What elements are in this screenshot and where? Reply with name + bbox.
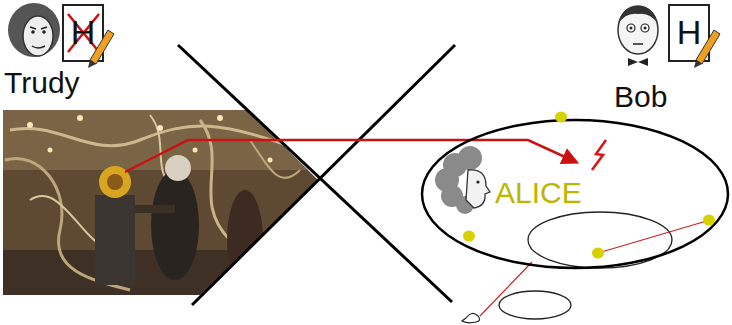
illustration-part bbox=[458, 146, 482, 170]
cross-line bbox=[192, 45, 455, 305]
illustration-part bbox=[628, 58, 648, 66]
illustration-part bbox=[463, 231, 475, 242]
illustration-part bbox=[8, 3, 60, 57]
illustration-part bbox=[23, 16, 53, 56]
node-title: ALICE bbox=[495, 176, 582, 209]
illustration-part bbox=[476, 180, 479, 183]
attack-arrow bbox=[125, 140, 576, 172]
paper-letter: H bbox=[71, 14, 96, 51]
illustration-part bbox=[151, 170, 199, 280]
illustration-part bbox=[10, 126, 300, 150]
illustration-part bbox=[268, 158, 273, 163]
red-link bbox=[480, 262, 532, 316]
red-link bbox=[598, 220, 710, 253]
illustration-part bbox=[48, 148, 53, 153]
paper-note: H bbox=[668, 4, 710, 62]
snail-symbol bbox=[462, 313, 480, 322]
illustration-part bbox=[644, 27, 647, 30]
illustration-part bbox=[633, 43, 643, 45]
illustration-part bbox=[3, 110, 323, 300]
illustration-part bbox=[165, 155, 191, 181]
orbit-ellipse: ALICE bbox=[420, 118, 730, 270]
person-name: Bob bbox=[614, 80, 667, 113]
illustration-part bbox=[466, 170, 490, 208]
illustration-part bbox=[217, 115, 223, 121]
illustration-part bbox=[703, 215, 715, 226]
illustration-part bbox=[32, 46, 45, 48]
illustration-part bbox=[157, 125, 163, 131]
illustration-part bbox=[95, 195, 135, 285]
ellipse-shape bbox=[422, 120, 728, 268]
cross-line bbox=[178, 45, 452, 302]
person-name: Trudy bbox=[4, 66, 80, 99]
illustration-part bbox=[30, 27, 47, 29]
illustration-part bbox=[193, 148, 198, 153]
strike-mark bbox=[68, 14, 99, 52]
movie-photo bbox=[3, 110, 323, 300]
bob-icon bbox=[618, 6, 658, 66]
illustration-part bbox=[31, 30, 35, 34]
lightning-bolt bbox=[592, 140, 606, 170]
illustration-part bbox=[641, 24, 649, 32]
small-orbit bbox=[499, 291, 571, 319]
paper-note: H bbox=[62, 4, 104, 62]
illustration-part bbox=[27, 122, 33, 128]
illustration-part bbox=[250, 140, 300, 178]
illustration-part bbox=[107, 174, 123, 190]
illustration-part bbox=[42, 30, 46, 34]
paper-letter: H bbox=[677, 14, 702, 51]
trudy-icon bbox=[8, 3, 60, 57]
paper-sheet bbox=[668, 4, 710, 62]
paper-sheet bbox=[62, 4, 104, 62]
node-dots bbox=[463, 112, 715, 259]
illustration-part bbox=[618, 6, 658, 24]
illustration-part bbox=[618, 6, 658, 54]
illustration-part bbox=[77, 115, 83, 121]
illustration-part bbox=[592, 248, 604, 259]
illustration-part bbox=[627, 24, 635, 32]
illustration-part bbox=[630, 27, 633, 30]
illustration-part bbox=[135, 205, 175, 213]
